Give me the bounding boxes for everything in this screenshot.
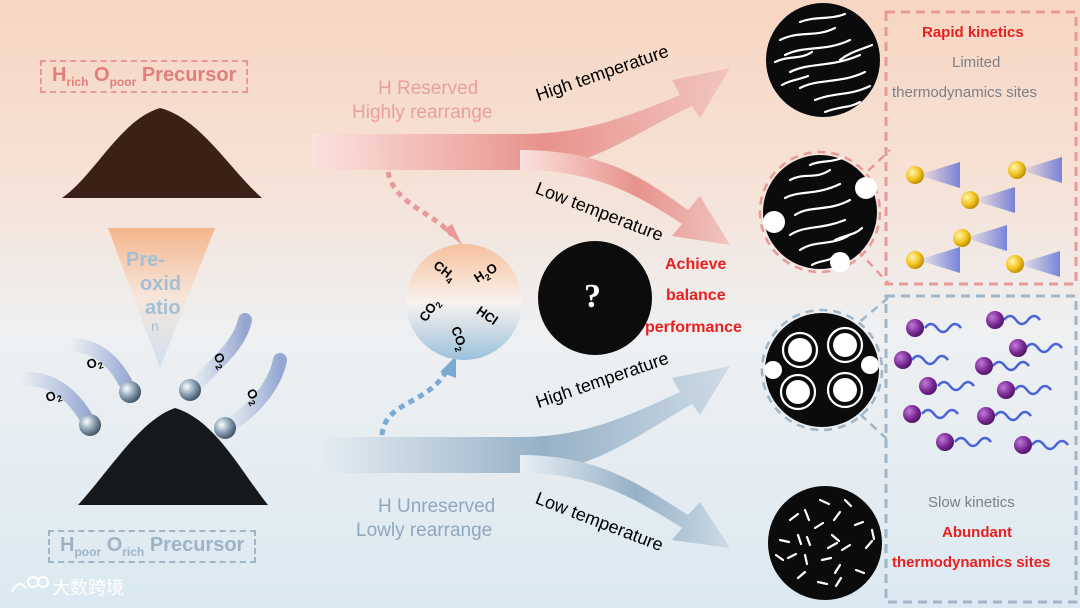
o-subscript: poor	[109, 75, 137, 89]
pre-oxidation-text-4: n	[151, 318, 159, 334]
o-letter: O	[106, 534, 123, 556]
porous-carbon-circle	[764, 313, 879, 427]
slow-kinetics-text: Slow kinetics	[928, 494, 1015, 511]
h-subscript: poor	[74, 545, 102, 559]
unknown-structure-circle	[538, 241, 652, 355]
top-info-box	[884, 10, 1078, 286]
gas-circle	[406, 244, 522, 360]
slow-ion-balls	[894, 311, 1032, 454]
zoom-connectors	[758, 149, 891, 441]
rapid-kinetics-text: Rapid kinetics	[922, 24, 1024, 41]
highly-rearrange-text: Highly rearrange	[352, 102, 493, 123]
pre-oxidation-triangle	[108, 228, 215, 368]
pre-oxidation-text-1: Pre-	[126, 249, 165, 271]
abundant-text: Abundant	[942, 524, 1012, 541]
lower-process-arrow	[312, 366, 730, 548]
pre-oxidation-text-3: atio	[145, 297, 181, 319]
thermodynamics-sites-bottom: thermodynamics sites	[892, 554, 1051, 571]
h-letter: H	[60, 534, 75, 556]
slow-ions	[911, 314, 1069, 451]
black-powder-pile	[78, 408, 268, 505]
h-reserved-text: H Reserved	[378, 78, 479, 99]
blue-dashed-arrow	[379, 366, 451, 436]
pre-oxidation-text-2: oxid	[140, 273, 182, 295]
disordered-carbon-circle	[768, 486, 882, 600]
brown-powder-pile	[62, 108, 262, 198]
thermodynamics-sites-top: thermodynamics sites	[892, 84, 1038, 101]
lowly-rearrange-text: Lowly rearrange	[356, 520, 493, 541]
h-letter: H	[52, 64, 67, 86]
performance-text: performance	[645, 319, 742, 336]
balance-text: balance	[666, 287, 726, 304]
precursor-word: Precursor	[149, 534, 245, 556]
h-rich-precursor-label: Hrich Opoor Precursor	[40, 60, 249, 93]
pink-dashed-arrow	[385, 171, 454, 237]
limited-text: Limited	[952, 54, 1001, 71]
o-subscript: rich	[122, 545, 145, 559]
h-poor-precursor-label: Hpoor Orich Precursor	[48, 530, 257, 563]
bottom-info-box	[884, 294, 1078, 604]
o-letter: O	[94, 64, 110, 86]
defective-ordered-carbon-circle	[763, 155, 877, 272]
watermark-text: 大数跨境	[52, 578, 124, 598]
achieve-text: Achieve	[665, 256, 727, 273]
upper-process-arrow	[312, 68, 730, 245]
o2-molecules	[13, 313, 287, 439]
h-subscript: rich	[66, 75, 89, 89]
watermark-logo	[11, 576, 49, 593]
question-mark: ?	[584, 278, 601, 315]
ordered-carbon-circle	[766, 3, 880, 117]
fast-ions	[906, 157, 1062, 277]
h-unreserved-text: H Unreserved	[378, 496, 496, 517]
precursor-word: Precursor	[141, 64, 237, 86]
